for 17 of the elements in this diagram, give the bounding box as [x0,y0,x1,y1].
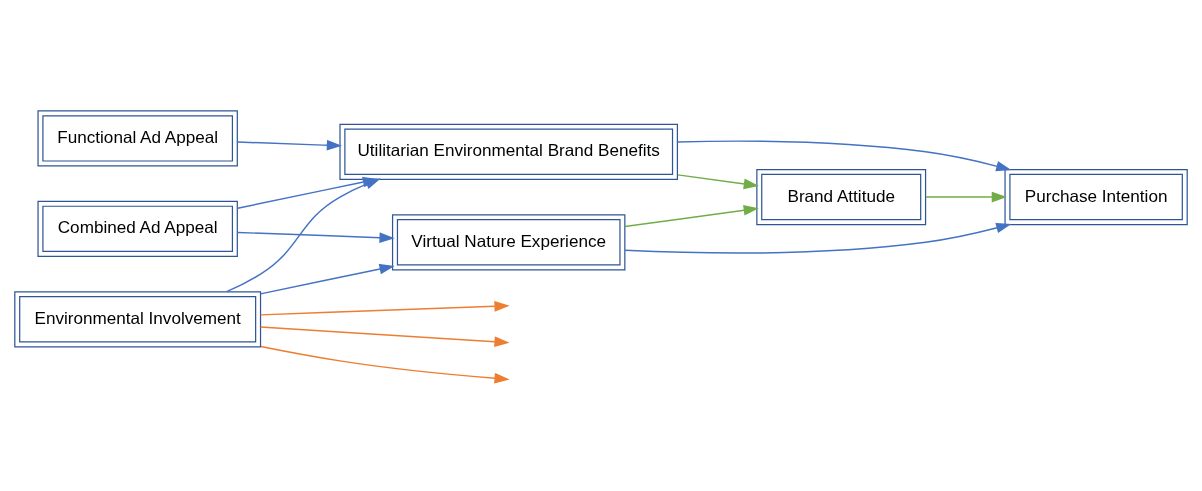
arrow [925,191,1007,203]
arrow [624,222,1012,254]
node-box: Purchase Intention [1004,168,1188,226]
node-box: Utilitarian Environmental Brand Benefits [339,123,678,180]
node-box: Virtual Nature Experience [391,214,626,271]
arrow [677,174,759,190]
node-box: Combined Ad Appeal [37,200,238,257]
arrow [259,263,395,295]
arrow [236,139,342,151]
arrow [259,326,510,348]
node-box: Functional Ad Appeal [37,110,238,167]
node-box: Environmental Involvement [14,291,262,348]
arrow [236,231,395,243]
arrow [676,140,1012,172]
arrow [236,176,378,209]
node-box: Brand Attitude [756,168,927,226]
arrow [624,205,759,228]
